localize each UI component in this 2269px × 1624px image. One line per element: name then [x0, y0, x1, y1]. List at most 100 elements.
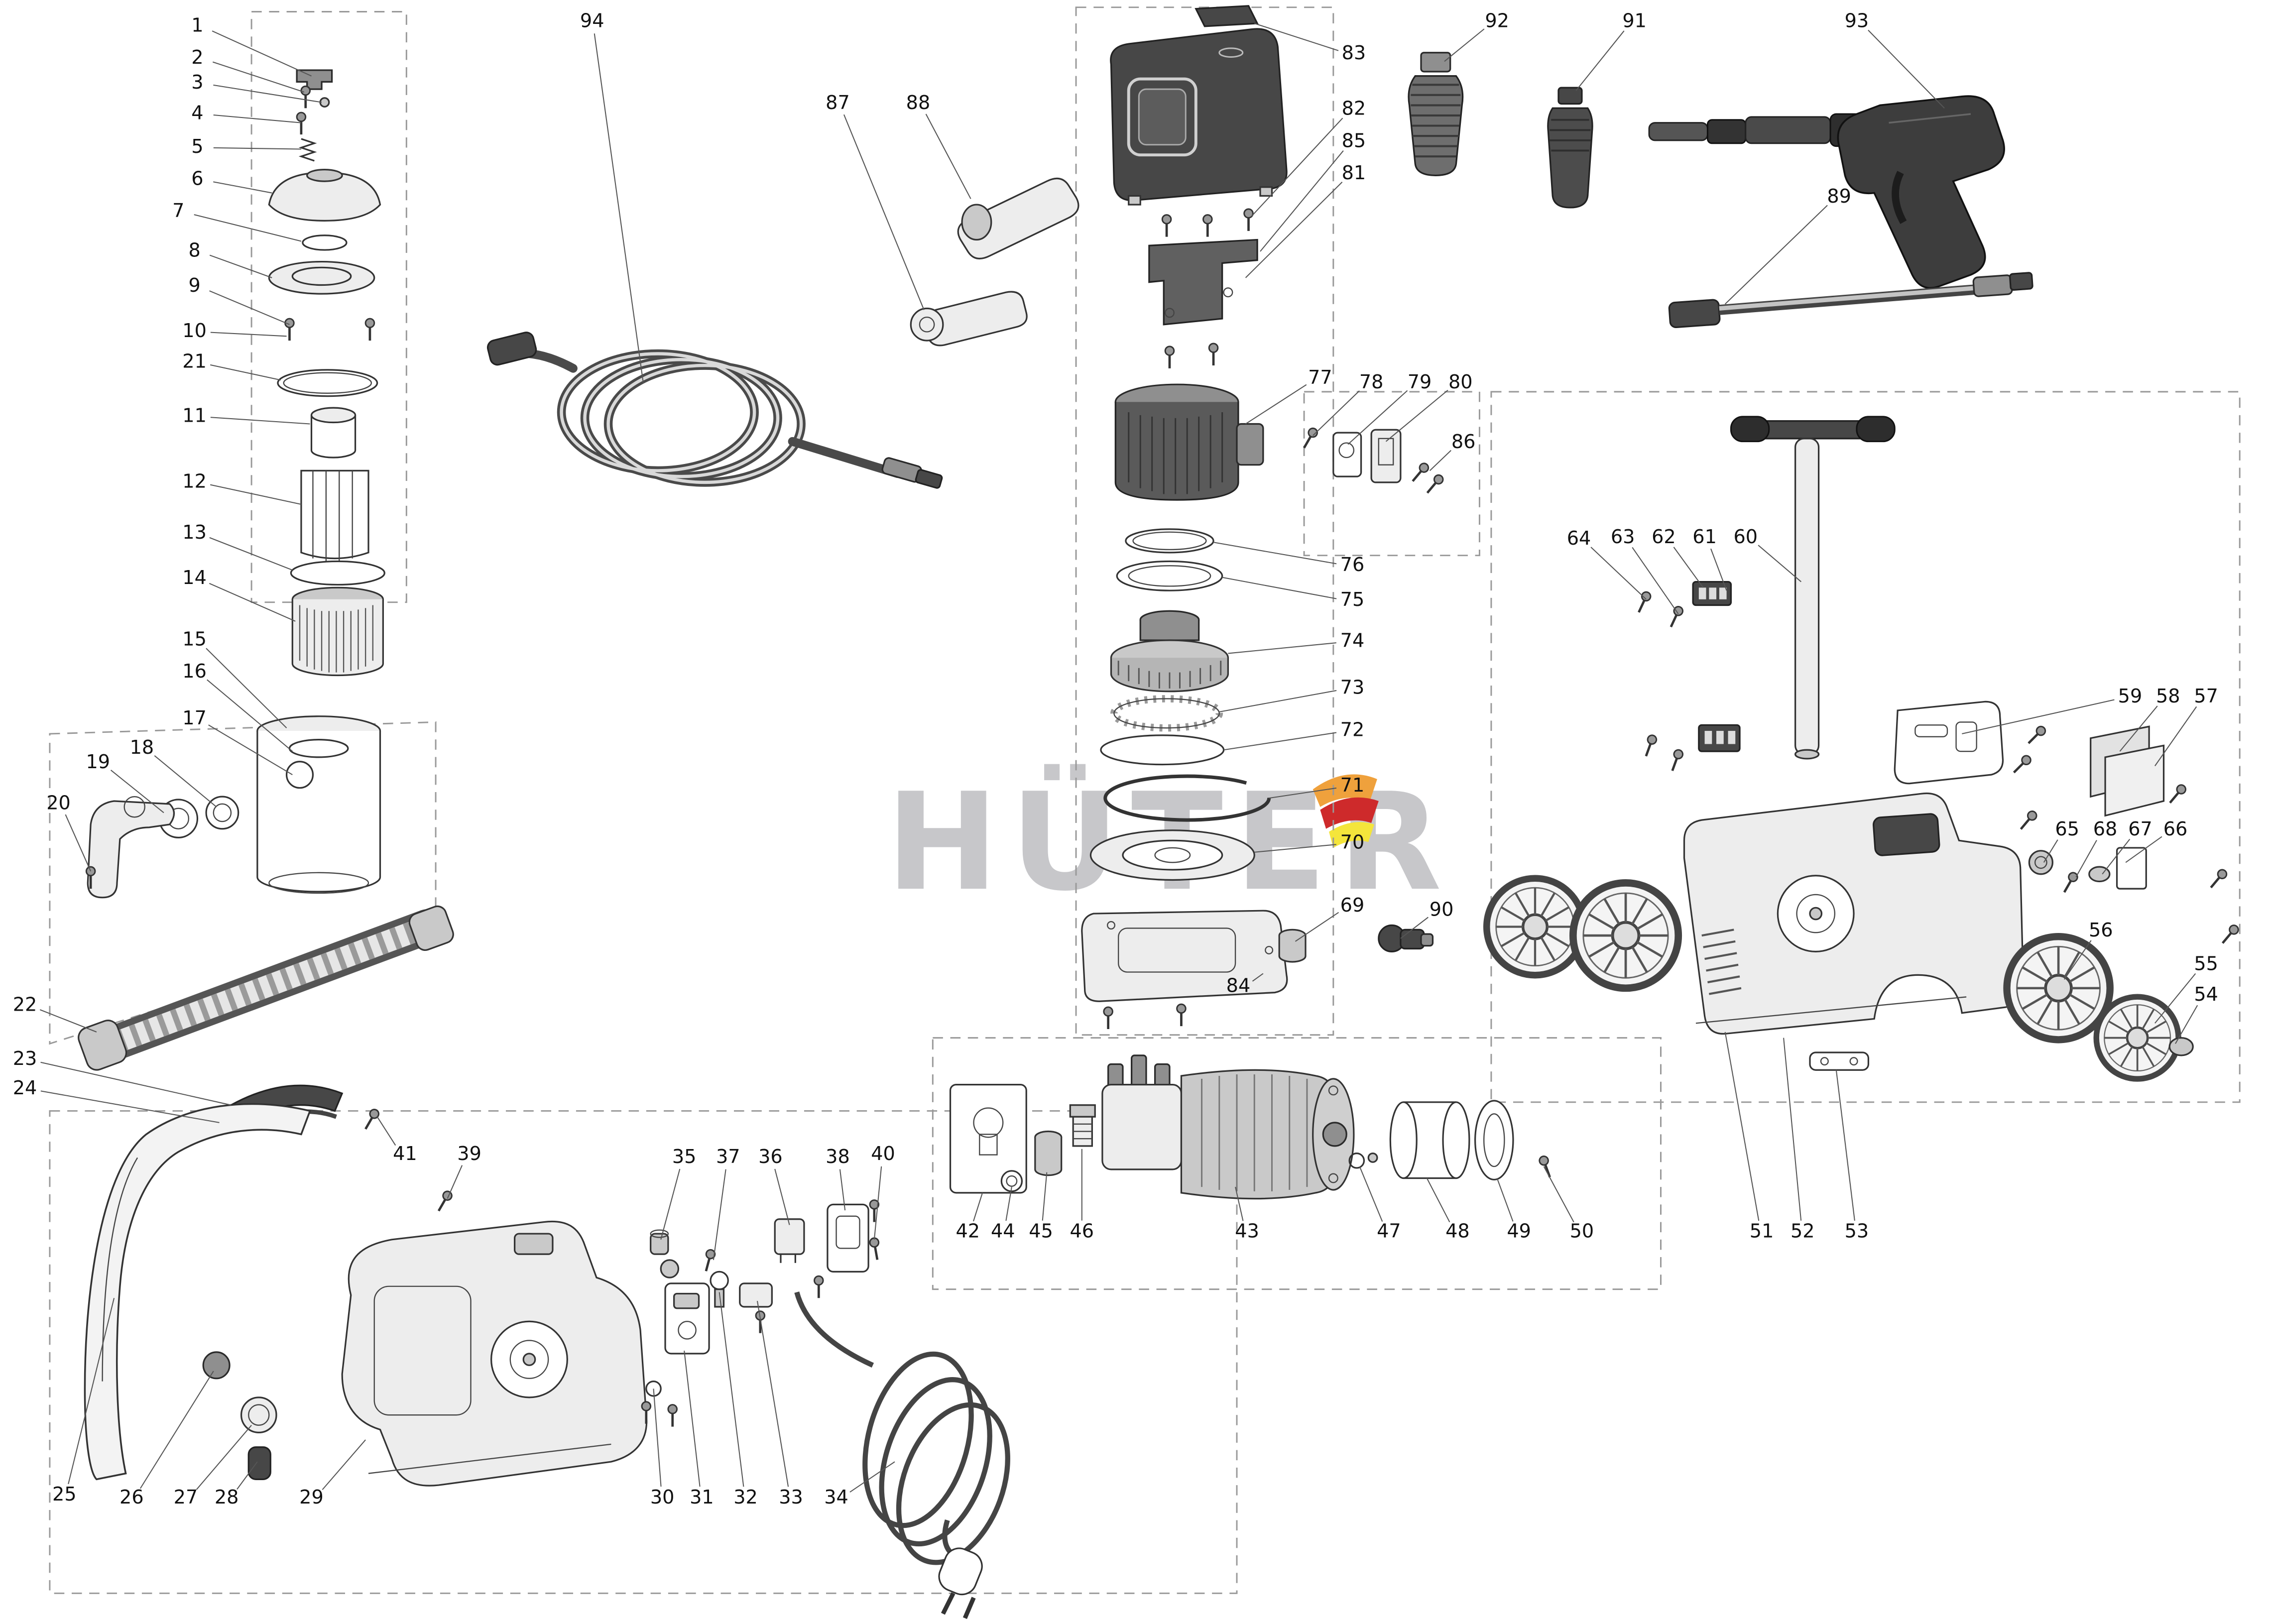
part-label-79: 79 — [1408, 371, 1432, 393]
part-50-screw — [1538, 1155, 1554, 1178]
leader-line-2 — [212, 61, 305, 93]
leader-line-69 — [1295, 912, 1339, 942]
leader-line-94 — [594, 33, 644, 383]
part-wheel-left-outer — [1487, 878, 1583, 975]
leader-line-68 — [2075, 840, 2097, 878]
part-22-hose — [78, 905, 454, 1071]
part-label-71: 71 — [1340, 774, 1365, 796]
part-7-gasket — [302, 234, 348, 251]
part-label-1: 1 — [191, 14, 203, 36]
part-41-screw — [361, 1108, 380, 1131]
part-label-94: 94 — [580, 10, 604, 32]
leader-line-64 — [1590, 547, 1647, 600]
part-label-15: 15 — [182, 628, 207, 650]
leader-line-50 — [1543, 1166, 1574, 1223]
assembly-housing-left — [84, 1084, 1010, 1619]
part-label-81: 81 — [1342, 162, 1366, 184]
part-83-motor-cover — [1110, 28, 1288, 206]
part-label-17: 17 — [182, 707, 207, 729]
part-label-91: 91 — [1622, 10, 1647, 32]
part-label-88: 88 — [906, 92, 931, 114]
part-label-19: 19 — [86, 751, 111, 773]
leader-line-27 — [196, 1425, 252, 1490]
leader-line-92 — [1444, 28, 1485, 62]
part-87-handle — [910, 291, 1028, 347]
part-84-screw-b — [1177, 1004, 1186, 1026]
part-4-screw — [297, 113, 306, 134]
part-label-21: 21 — [182, 350, 207, 372]
part-93-spray-gun — [1648, 95, 2005, 289]
part-42-mount-plate — [949, 1083, 1027, 1194]
leader-line-70 — [1254, 844, 1336, 853]
part-label-55: 55 — [2194, 952, 2218, 974]
leader-line-38 — [839, 1169, 846, 1211]
part-label-2: 2 — [191, 46, 203, 68]
part-70-mount-plate — [1089, 829, 1255, 881]
part-46-fitting — [1069, 1104, 1096, 1147]
part-35-cap — [650, 1229, 669, 1255]
part-56-wheel — [2007, 936, 2110, 1040]
leader-line-80 — [1385, 389, 1448, 442]
part-label-77: 77 — [1308, 366, 1332, 388]
part-label-5: 5 — [191, 135, 203, 157]
part-29-housing-body — [341, 1220, 648, 1487]
leader-line-23 — [40, 1061, 232, 1106]
part-label-3: 3 — [191, 71, 203, 93]
part-92-foam-nozzle — [1408, 52, 1464, 176]
part-85-screw-a — [1165, 347, 1174, 368]
part-63-screw — [1667, 605, 1684, 629]
part-45-coupler — [1034, 1130, 1063, 1176]
leader-line-91 — [1575, 30, 1625, 91]
leader-line-25 — [68, 1298, 115, 1485]
part-label-67: 67 — [2128, 818, 2152, 840]
leader-line-89 — [1724, 205, 1828, 305]
part-label-34: 34 — [824, 1486, 848, 1508]
part-18-washer — [205, 796, 239, 830]
part-label-82: 82 — [1342, 98, 1366, 119]
part-label-51: 51 — [1750, 1220, 1774, 1242]
part-81-bracket — [1148, 238, 1258, 326]
leader-line-62 — [1673, 547, 1704, 588]
leader-line-65 — [2043, 839, 2058, 863]
part-label-14: 14 — [182, 567, 207, 588]
leader-line-41 — [376, 1116, 396, 1146]
part-1-clamp — [296, 69, 333, 90]
part-26-knob — [202, 1351, 231, 1380]
leader-line-76 — [1213, 542, 1337, 565]
flag-stripe-red — [1320, 797, 1379, 829]
part-34-power-cord — [794, 1291, 1010, 1619]
part-48-cylinder — [1389, 1101, 1470, 1179]
leader-line-43 — [1235, 1186, 1244, 1221]
part-label-85: 85 — [1342, 129, 1366, 151]
part-6-motor-head-cover — [268, 168, 381, 222]
part-label-8: 8 — [188, 239, 200, 261]
group-box-motor-column — [1075, 6, 1334, 1036]
part-label-61: 61 — [1692, 526, 1717, 548]
part-62-terminal-block — [1692, 580, 1732, 606]
leader-line-52 — [1783, 1038, 1802, 1221]
part-label-84: 84 — [1226, 974, 1251, 996]
leader-line-12 — [210, 484, 302, 505]
leader-line-15 — [206, 648, 287, 728]
part-label-68: 68 — [2093, 818, 2118, 840]
leader-line-21 — [210, 364, 281, 381]
part-label-40: 40 — [871, 1143, 895, 1164]
part-25-cover-shield — [84, 1103, 311, 1481]
leader-line-74 — [1228, 642, 1336, 654]
leader-line-61 — [1710, 548, 1727, 591]
leader-line-57 — [2154, 706, 2197, 767]
leader-line-49 — [1496, 1178, 1514, 1222]
leader-line-45 — [1042, 1172, 1048, 1221]
assembly-filter-head — [268, 69, 385, 677]
part-10-screw — [365, 319, 374, 341]
leader-line-53 — [1835, 1070, 1855, 1221]
leader-line-18 — [154, 755, 217, 808]
leader-line-63 — [1632, 547, 1679, 614]
part-label-74: 74 — [1340, 629, 1365, 651]
part-label-35: 35 — [672, 1146, 697, 1167]
leader-line-86 — [1429, 450, 1451, 471]
part-61-terminal-block-lower — [1642, 724, 1741, 772]
leader-line-90 — [1400, 917, 1429, 939]
part-5-spring — [298, 138, 317, 162]
